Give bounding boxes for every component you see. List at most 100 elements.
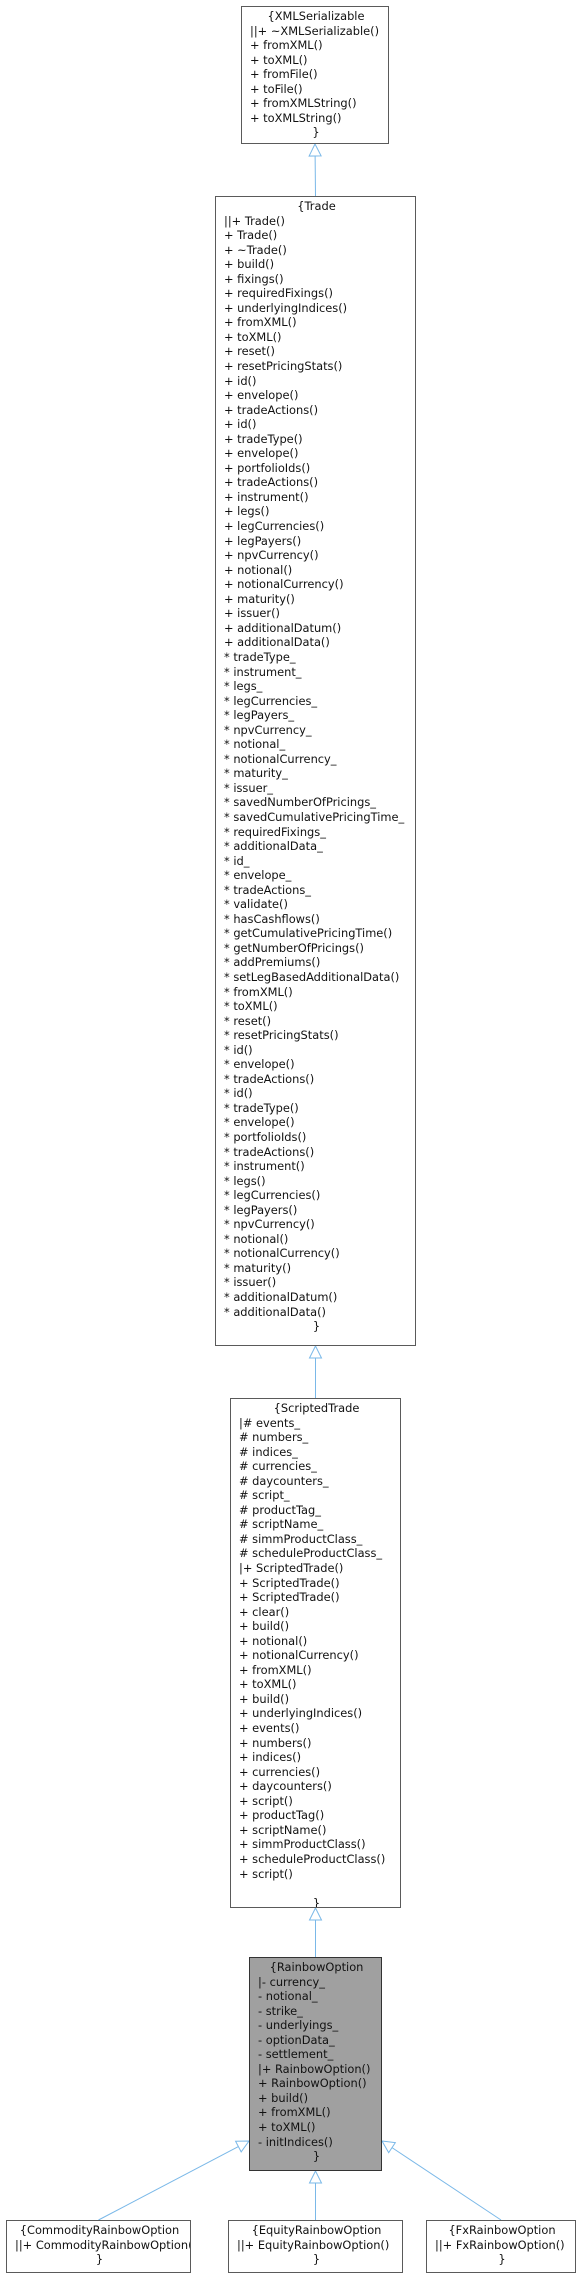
member-line: + envelope(): [224, 388, 299, 403]
member-line: + requiredFixings(): [224, 286, 333, 301]
member-line: * additionalDatum(): [224, 1290, 338, 1305]
member-line: * validate(): [224, 897, 288, 912]
member-line: + tradeType(): [224, 431, 303, 446]
member-line: # daycounters_: [239, 1473, 329, 1488]
member-line: * notional_: [224, 737, 286, 752]
class-title: {CommodityRainbowOption: [19, 2223, 180, 2237]
member-line: * id(): [224, 1086, 253, 1101]
member-line: * notionalCurrency_: [224, 751, 337, 766]
member-line: + reset(): [224, 344, 275, 359]
member-line: * tradeActions_: [224, 882, 311, 897]
member-line: * tradeType_: [224, 649, 296, 664]
member-line: # indices_: [239, 1444, 298, 1459]
member-line: + numbers(): [239, 1735, 312, 1750]
member-line: - underlyings_: [258, 2018, 339, 2033]
member-line: + tradeActions(): [224, 475, 319, 490]
member-line: * tradeType(): [224, 1100, 299, 1115]
member-line: |# events_: [239, 1415, 301, 1430]
member-line: + npvCurrency(): [224, 548, 319, 563]
member-line: + toXML(): [258, 2120, 316, 2135]
member-line: + additionalDatum(): [224, 620, 342, 635]
member-line: * savedCumulativePricingTime_: [224, 809, 405, 824]
class-close-brace: }: [312, 2149, 321, 2164]
member-line: # simmProductClass_: [239, 1531, 363, 1546]
member-line: - notional_: [258, 1989, 318, 2004]
inheritance-arrowhead: [234, 2140, 250, 2153]
member-line: ||+ Trade(): [224, 213, 285, 228]
class-node-fxrainbowoption[interactable]: {FxRainbowOption ||+ FxRainbowOption() }: [426, 2220, 576, 2273]
class-node-commodityrainbowoption[interactable]: {CommodityRainbowOption ||+ CommodityRai…: [6, 2220, 191, 2273]
member-line: * issuer_: [224, 780, 273, 795]
member-line: + simmProductClass(): [239, 1837, 366, 1852]
member-line: + id(): [224, 417, 257, 432]
class-node-scriptedtrade[interactable]: {ScriptedTrade |# events_# numbers_# ind…: [230, 1398, 401, 1908]
member-list: ||+ EquityRainbowOption(): [237, 2238, 396, 2253]
member-line: * legs(): [224, 1173, 266, 1188]
class-node-xmlserializable[interactable]: {XMLSerializable ||+ ~XMLSerializable()+…: [241, 6, 389, 144]
member-line: * legs_: [224, 679, 263, 694]
member-line: * requiredFixings_: [224, 824, 326, 839]
member-line: + envelope(): [224, 446, 299, 461]
inheritance-edge: [98, 2146, 239, 2221]
class-title: {RainbowOption: [269, 1960, 364, 1974]
member-line: + Trade(): [224, 228, 278, 243]
member-line: * tradeActions(): [224, 1071, 315, 1086]
member-line: + tradeActions(): [224, 402, 319, 417]
member-line: + RainbowOption(): [258, 2076, 367, 2091]
class-close-brace: }: [312, 1319, 321, 1334]
member-line: + productTag(): [239, 1808, 325, 1823]
member-line: + toXMLString(): [250, 110, 342, 125]
member-line: + scriptName(): [239, 1822, 327, 1837]
member-line: # scheduleProductClass_: [239, 1546, 383, 1561]
member-line: ||+ ~XMLSerializable(): [250, 23, 380, 38]
member-line: # scriptName_: [239, 1517, 324, 1532]
member-line: + portfolioIds(): [224, 460, 311, 475]
member-line: * instrument(): [224, 1159, 305, 1174]
member-line: + fromXML(): [258, 2105, 331, 2120]
member-line: * toXML(): [224, 999, 278, 1014]
class-node-trade[interactable]: {Trade ||+ Trade()+ Trade()+ ~Trade()+ b…: [215, 196, 416, 1346]
member-line: * envelope(): [224, 1057, 295, 1072]
member-line: # productTag_: [239, 1502, 321, 1517]
class-node-rainbowoption[interactable]: {RainbowOption |- currency_- notional_- …: [249, 1957, 382, 2171]
member-line: # numbers_: [239, 1430, 309, 1445]
inheritance-arrowhead: [308, 1906, 323, 1921]
member-line: + toXML(): [239, 1677, 297, 1692]
member-line: - initIndices(): [258, 2134, 333, 2149]
member-line: * envelope_: [224, 868, 292, 883]
member-line: * portfolioIds(): [224, 1130, 307, 1144]
member-line: + script(): [239, 1793, 293, 1808]
member-line: * legPayers_: [224, 708, 295, 723]
member-line: + toXML(): [224, 329, 282, 344]
class-node-equityrainbowoption[interactable]: {EquityRainbowOption ||+ EquityRainbowOp…: [228, 2220, 403, 2273]
member-line: * id(): [224, 1042, 253, 1057]
member-line: + instrument(): [224, 489, 309, 504]
member-line: + notional(): [224, 562, 293, 577]
member-line: * addPremiums(): [224, 955, 321, 970]
class-title: {FxRainbowOption: [448, 2223, 556, 2237]
class-title: {EquityRainbowOption: [251, 2223, 382, 2237]
member-line: * legPayers(): [224, 1202, 298, 1217]
member-list: ||+ CommodityRainbowOption(): [15, 2238, 190, 2253]
member-list: |- currency_- notional_- strike_- underl…: [258, 1975, 375, 2150]
class-title: {Trade: [297, 199, 336, 213]
member-line: + build(): [224, 257, 275, 272]
member-line: * npvCurrency_: [224, 722, 312, 737]
member-line: + legCurrencies(): [224, 519, 325, 534]
member-line: * setLegBasedAdditionalData(): [224, 969, 400, 984]
class-close-brace: }: [312, 125, 320, 140]
member-line: + id(): [224, 373, 257, 388]
member-line: * tradeActions(): [224, 1144, 315, 1159]
member-line: + maturity(): [224, 591, 295, 606]
member-line: * additionalData(): [224, 1304, 326, 1319]
class-close-brace: }: [498, 2252, 506, 2267]
member-line: + build(): [258, 2090, 309, 2105]
member-line: + currencies(): [239, 1764, 321, 1779]
member-line: * npvCurrency(): [224, 1217, 315, 1232]
member-line: * getNumberOfPricings(): [224, 940, 364, 955]
member-line: * maturity(): [224, 1260, 292, 1275]
member-line: + toFile(): [250, 81, 303, 96]
class-close-brace: }: [95, 2252, 104, 2267]
member-line: + notionalCurrency(): [239, 1648, 359, 1663]
member-line: ||+ FxRainbowOption(): [435, 2237, 565, 2252]
